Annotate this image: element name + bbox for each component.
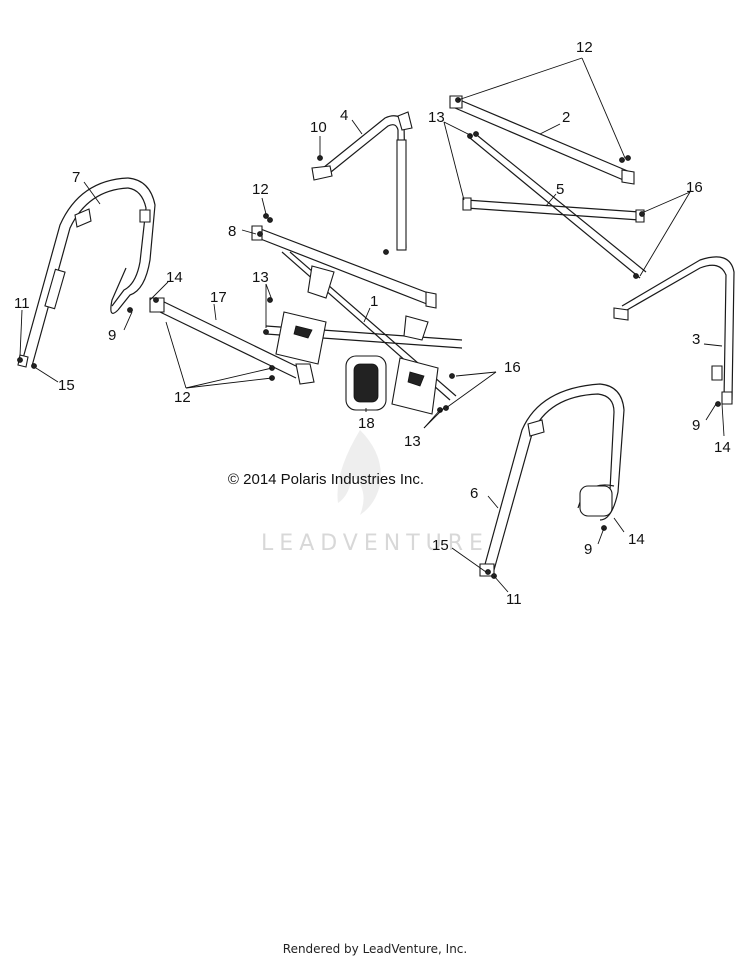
callout-labels: 12 2 13 10 4 5 16 7 12 8 14 17 11 13 1 9… xyxy=(14,39,731,608)
part-17-side-bar xyxy=(149,297,315,385)
part-18-reflector xyxy=(345,355,387,411)
callout-3: 3 xyxy=(692,331,700,348)
callout-13: 13 xyxy=(404,433,421,450)
callout-1: 1 xyxy=(370,293,378,310)
callout-5: 5 xyxy=(556,181,564,198)
part-1-frame-rails xyxy=(265,251,463,415)
callout-7: 7 xyxy=(72,169,80,186)
part-2-rear-top-bar xyxy=(449,95,635,185)
part-4-rear-hoop xyxy=(311,111,413,251)
footer-rendered-by: Rendered by LeadVenture, Inc. xyxy=(282,942,468,956)
callout-12: 12 xyxy=(576,39,593,56)
callout-14: 14 xyxy=(166,269,183,286)
watermark-text: LEADVENTURE xyxy=(261,531,489,556)
callout-2: 2 xyxy=(562,109,570,126)
callout-4: 4 xyxy=(340,107,348,124)
callout-9: 9 xyxy=(692,417,700,434)
callout-11: 11 xyxy=(506,591,522,608)
callout-14: 14 xyxy=(628,531,645,548)
callout-11: 11 xyxy=(14,295,30,312)
callout-13: 13 xyxy=(428,109,445,126)
part-7-left-front-hoop xyxy=(17,177,156,368)
hardware-fasteners xyxy=(17,97,721,579)
callout-9: 9 xyxy=(108,327,116,344)
part-5-x-brace xyxy=(462,135,647,279)
leadventure-watermark-logo xyxy=(337,430,381,515)
leader-lines xyxy=(19,57,725,593)
callout-15: 15 xyxy=(58,377,75,394)
callout-16: 16 xyxy=(504,359,521,376)
callout-8: 8 xyxy=(228,223,236,240)
callout-16: 16 xyxy=(686,179,703,196)
callout-6: 6 xyxy=(470,485,478,502)
part-3-right-rear-hoop xyxy=(613,256,735,405)
callout-17: 17 xyxy=(210,289,227,306)
callout-9: 9 xyxy=(584,541,592,558)
copyright-text: © 2014 Polaris Industries Inc. xyxy=(228,471,424,488)
part-8-cross-bar xyxy=(251,225,437,309)
part-6-right-front-hoop xyxy=(479,383,625,577)
callout-10: 10 xyxy=(310,119,327,136)
callout-15: 15 xyxy=(432,537,449,554)
callout-13: 13 xyxy=(252,269,269,286)
callout-14: 14 xyxy=(714,439,731,456)
callout-12: 12 xyxy=(174,389,191,406)
callout-12: 12 xyxy=(252,181,269,198)
callout-18: 18 xyxy=(358,415,375,432)
